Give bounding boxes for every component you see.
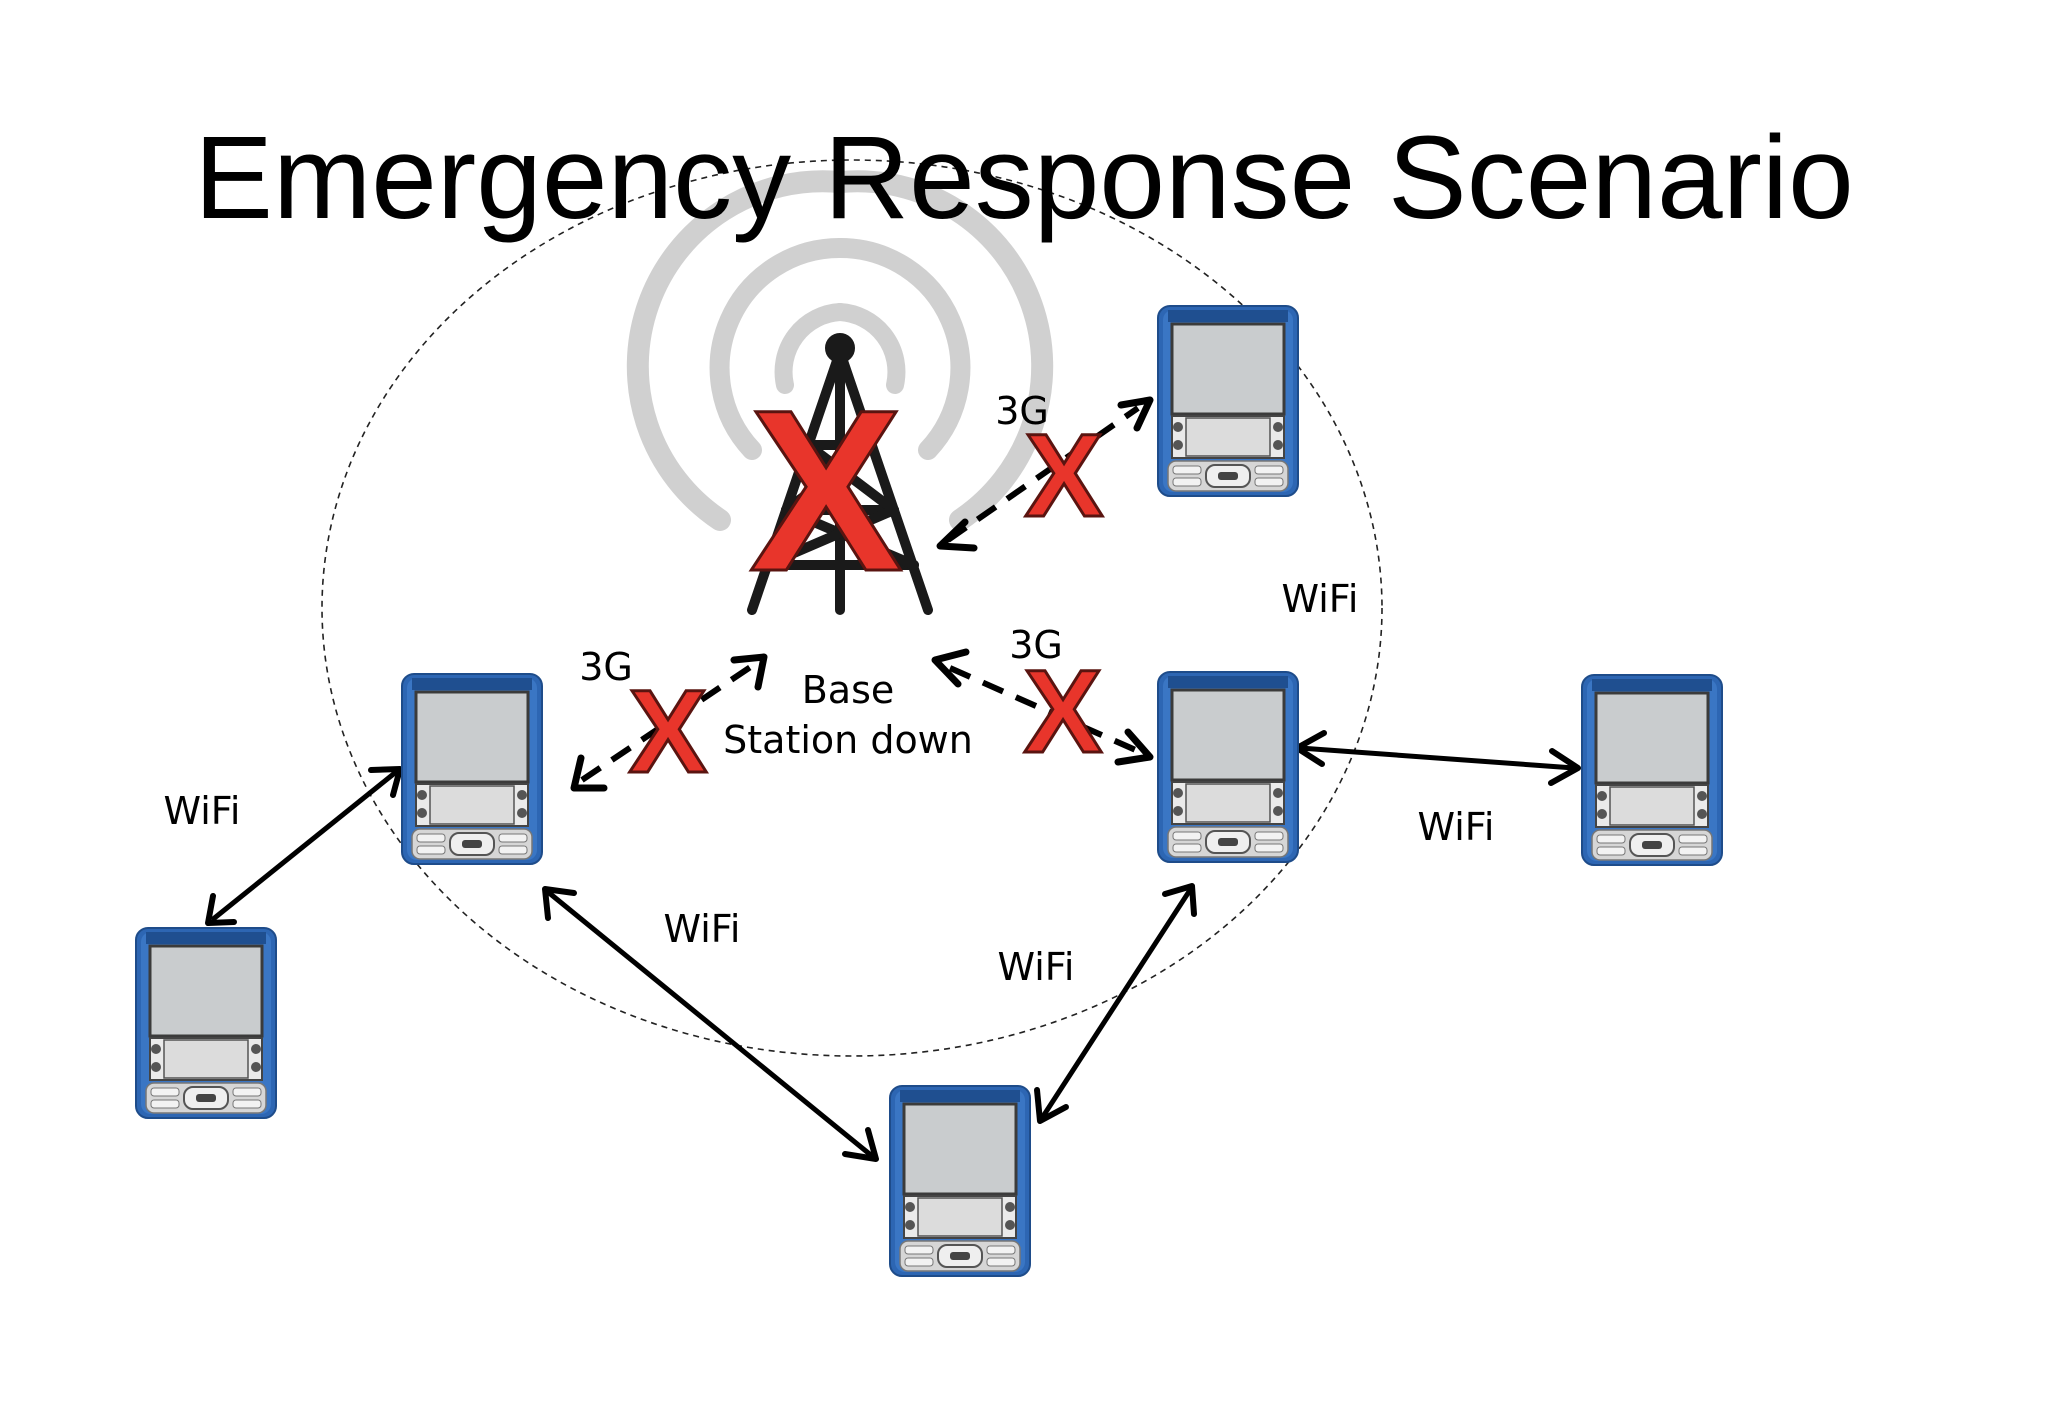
g3-left-fail-mark: X [629,666,708,798]
coverage-boundary [321,159,1383,1057]
wifi-link-right [1299,745,1575,771]
page-title: Emergency Response Scenario [194,112,1853,244]
pda-device-icon-far-left [134,926,278,1120]
pda-device-icon-bottom [888,1084,1032,1278]
g3-links [580,405,1142,783]
g3-top-fail-mark: X [1025,410,1104,542]
wifi-link-left [210,770,398,922]
wifi-link-center-left [546,890,874,1158]
wifi-right-label: WiFi [1418,805,1495,849]
signal-waves-icon [626,170,1054,531]
g3-link-top-right [946,405,1140,543]
g3-arrowheads [570,396,1154,792]
wifi-right-top-label: WiFi [1282,577,1359,621]
wifi-link-center-right [1039,888,1193,1120]
tower-fail-mark: X [749,362,902,619]
pda-device-icon-top-right [1156,304,1300,498]
wifi-left-label: WiFi [164,789,241,833]
cell-tower-icon [747,333,933,615]
wifi-center-left-label: WiFi [664,907,741,951]
pda-device-icon-mid-right [1156,670,1300,864]
g3-mid-fail-mark: X [1024,646,1103,778]
g3-top-label: 3G [995,389,1049,433]
g3-left-label: 3G [579,645,633,689]
pda-device-icon-far-right [1580,673,1724,867]
base-station-label-line1: Base [802,668,895,712]
wifi-links [210,745,1575,1158]
base-station-label-line2: Station down [723,718,973,762]
wifi-center-right-label: WiFi [998,945,1075,989]
g3-mid-label: 3G [1009,623,1063,667]
pda-device-icon-left [400,672,544,866]
